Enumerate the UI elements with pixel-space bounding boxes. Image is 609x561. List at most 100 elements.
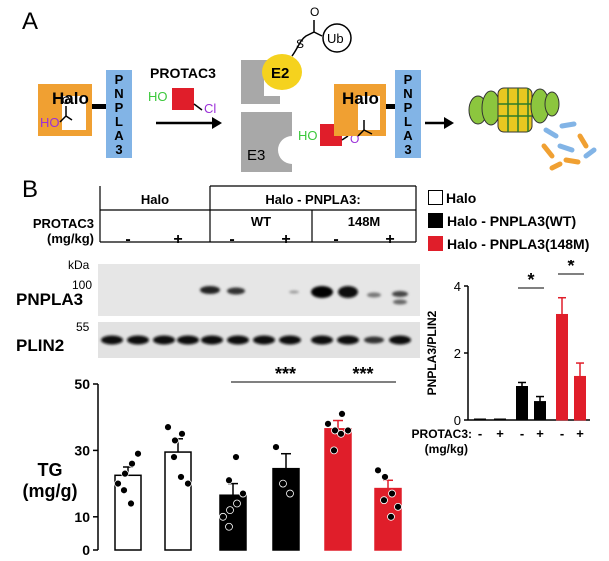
- legend-item-halo: Halo: [428, 186, 589, 209]
- protac-bound-link: [341, 135, 349, 141]
- plin2-band-11: [364, 336, 384, 344]
- ratio-bar-2: [516, 386, 528, 421]
- legend-item-148m: Halo - PNPLA3(148M): [428, 232, 589, 255]
- svg-text:N: N: [114, 86, 123, 101]
- tg-point-5-2: [388, 489, 396, 498]
- ratio-bar-5: [574, 375, 586, 421]
- marker-55: 55: [76, 320, 90, 334]
- plin2-band-6: [227, 335, 249, 345]
- plin2-band-4: [177, 335, 199, 345]
- o-label-left: O: [62, 95, 71, 107]
- plin2-band-7: [253, 335, 275, 345]
- tg-point-4-3: [330, 446, 338, 455]
- tg-point-2-5: [239, 489, 247, 498]
- ratio-sig-label-0: *: [527, 270, 534, 290]
- svg-text:3: 3: [115, 142, 122, 157]
- halo-pnpla3-group-label: Halo - PNPLA3:: [265, 192, 360, 207]
- tg-point-2-2: [233, 499, 241, 508]
- tg-point-1-4: [177, 473, 185, 481]
- linker-left: [92, 104, 106, 109]
- tg-point-5-1: [381, 473, 389, 481]
- ratio-x-tick-label-5: +: [576, 426, 584, 441]
- tg-point-2-6: [225, 522, 233, 531]
- arrow-2-head: [444, 117, 454, 129]
- legend-label-wt: Halo - PNPLA3(WT): [447, 212, 577, 229]
- pnpla3-bar-left: [106, 70, 132, 158]
- tg-point-1-2: [178, 429, 186, 438]
- tg-point-2-4: [232, 453, 240, 461]
- ratio-xunit: (mg/kg): [425, 442, 468, 456]
- plin2-band-2: [127, 335, 149, 345]
- tg-y-tick-label-2: 30: [74, 442, 90, 458]
- protac-cl: Cl: [204, 101, 216, 116]
- protac-ho: HO: [148, 89, 168, 104]
- halo-base-left: [62, 130, 92, 136]
- tg-point-0-2: [128, 459, 136, 468]
- tg-point-3-2: [286, 489, 294, 498]
- header-frame: [99, 185, 417, 243]
- svg-text:A: A: [114, 128, 124, 143]
- plin2-band-8: [279, 335, 301, 345]
- plin2-band-10: [337, 335, 359, 345]
- plin2-band-3: [153, 335, 175, 345]
- wt-label: WT: [251, 214, 271, 229]
- legend-label-halo: Halo: [446, 189, 477, 206]
- tg-bar-2: [219, 494, 247, 551]
- carboxyl-right: [357, 120, 373, 137]
- svg-text:P: P: [404, 100, 413, 115]
- halo-pocket-right: [358, 96, 386, 136]
- halo-label-right: Halo: [342, 89, 379, 108]
- tg-point-4-4: [337, 429, 345, 438]
- band-lane5-b: [338, 286, 358, 298]
- o-label-ub: O: [310, 5, 319, 19]
- svg-text:P: P: [115, 100, 124, 115]
- tg-sig-label-1: ***: [352, 364, 373, 384]
- lane-sign-5: -: [333, 231, 338, 248]
- tg-sig-label-0: ***: [275, 364, 296, 384]
- ratio-bar-0: [474, 418, 486, 421]
- svg-text:P: P: [115, 72, 124, 87]
- halo-pocket-left: [62, 96, 92, 136]
- tg-ylabel: TG (mg/g): [20, 460, 80, 502]
- plin2-band-1: [101, 335, 123, 345]
- protac3-label: PROTAC3: [150, 65, 216, 81]
- legend-swatch-148m: [428, 236, 443, 251]
- tg-point-0-3: [120, 486, 128, 495]
- e3-label: E3: [247, 147, 265, 164]
- ratio-x-tick-label-1: +: [496, 426, 504, 441]
- plin2-band-12: [389, 335, 411, 345]
- degraded-fragments: [541, 121, 597, 171]
- tg-point-5-4: [387, 512, 395, 521]
- tg-point-2-3: [225, 476, 233, 485]
- western-blot: [98, 264, 420, 358]
- svg-text:L: L: [115, 114, 123, 129]
- protac-red-block: [172, 88, 194, 110]
- ub-label: Ub: [327, 31, 344, 46]
- legend-label-148m: Halo - PNPLA3(148M): [447, 235, 590, 252]
- lane-sign-2: +: [173, 231, 182, 248]
- tg-point-5-5: [394, 502, 402, 511]
- lane-sign-3: -: [229, 231, 234, 248]
- tg-y-tick-label-3: 50: [74, 376, 90, 392]
- band-lane3-b: [227, 287, 245, 295]
- protac-row-label: PROTAC3: [33, 216, 94, 231]
- ratio-sig-label-1: *: [567, 260, 574, 276]
- svg-text:P: P: [404, 72, 413, 87]
- ratio-bar-1: [494, 418, 506, 421]
- band-lane6-a: [367, 292, 381, 298]
- tg-bar-1: [164, 451, 192, 551]
- dose-unit-label: (mg/kg): [47, 231, 94, 246]
- ratio-bar-3: [534, 401, 546, 421]
- ratio-y-tick-label-0: 0: [454, 413, 461, 428]
- blot-row-pnpla3-label: PNPLA3: [16, 290, 84, 309]
- ratio-x-tick-label-3: +: [536, 426, 544, 441]
- tg-point-1-3: [170, 453, 178, 461]
- tg-point-5-0: [374, 466, 382, 475]
- tg-bar-4: [324, 428, 352, 551]
- tg-point-1-1: [171, 436, 179, 445]
- plin2-band-9: [311, 335, 333, 345]
- panel-b-label: B: [22, 176, 39, 203]
- svg-text:A: A: [403, 128, 413, 143]
- tg-point-3-0: [272, 443, 280, 451]
